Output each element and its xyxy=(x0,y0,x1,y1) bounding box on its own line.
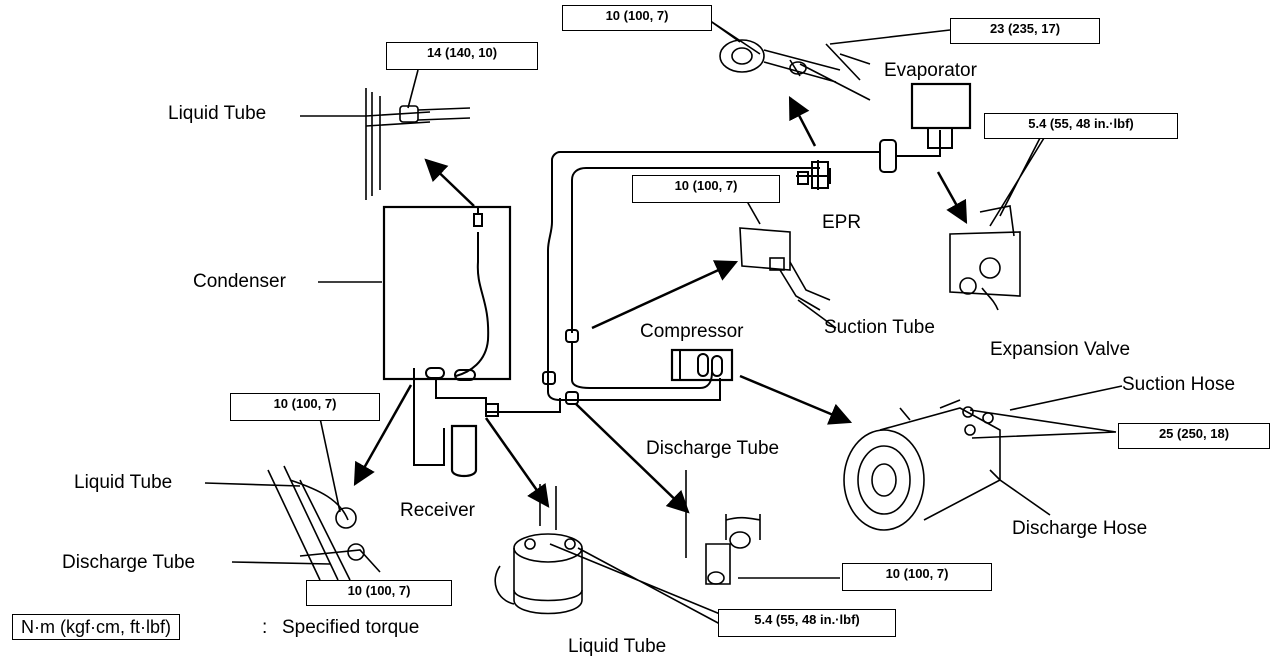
torque-box-6: 25 (250, 18) xyxy=(1118,423,1270,449)
torque-box-5: 10 (100, 7) xyxy=(632,175,780,203)
torque-box-10: 5.4 (55, 48 in.·lbf) xyxy=(718,609,896,637)
label-liquid-tube-bottom: Liquid Tube xyxy=(568,636,667,657)
condenser-body xyxy=(382,205,512,381)
expansion-valve-sketch xyxy=(949,231,1021,297)
legend-description: Specified torque xyxy=(282,617,420,638)
torque-box-2: 23 (235, 17) xyxy=(950,18,1100,44)
evaporator-fitting-sketch xyxy=(719,39,765,73)
discharge-tube-sketch xyxy=(725,514,761,540)
epr-body xyxy=(811,161,829,189)
label-receiver: Receiver xyxy=(400,500,475,521)
legend-unit-box: N·m (kgf·cm, ft·lbf) xyxy=(12,614,180,640)
label-discharge-tube-mid: Discharge Tube xyxy=(646,438,780,459)
label-epr: EPR xyxy=(822,212,862,233)
compressor-symbol xyxy=(670,348,734,382)
condenser-fitting-right xyxy=(454,369,476,381)
label-discharge-hose: Discharge Hose xyxy=(1012,518,1148,539)
torque-box-4: 5.4 (55, 48 in.·lbf) xyxy=(984,113,1178,139)
legend-separator: : xyxy=(262,617,268,638)
label-expansion-valve: Expansion Valve xyxy=(990,339,1131,360)
torque-box-3: 14 (140, 10) xyxy=(386,42,538,70)
label-discharge-tube-left: Discharge Tube xyxy=(62,552,196,573)
torque-box-7: 10 (100, 7) xyxy=(230,393,380,421)
receiver-body xyxy=(450,424,478,478)
label-evaporator: Evaporator xyxy=(884,60,977,81)
label-compressor: Compressor xyxy=(640,321,744,342)
label-suction-hose: Suction Hose xyxy=(1122,374,1236,395)
receiver-sketch xyxy=(539,484,557,530)
liquid-tube-left-sketch xyxy=(267,465,351,581)
compressor-body-sketch xyxy=(843,429,925,531)
liquid-tube-top-sketch xyxy=(365,88,381,200)
torque-box-9: 10 (100, 7) xyxy=(306,580,452,606)
suction-tube-sketch xyxy=(739,227,791,271)
evaporator-box xyxy=(910,82,972,130)
label-liquid-tube-left: Liquid Tube xyxy=(74,472,173,493)
label-liquid-tube-top: Liquid Tube xyxy=(168,103,267,124)
torque-box-1: 10 (100, 7) xyxy=(562,5,712,31)
label-condenser: Condenser xyxy=(193,271,286,292)
torque-box-8: 10 (100, 7) xyxy=(842,563,992,591)
label-suction-tube: Suction Tube xyxy=(824,317,935,338)
condenser-fitting-left xyxy=(425,367,445,379)
